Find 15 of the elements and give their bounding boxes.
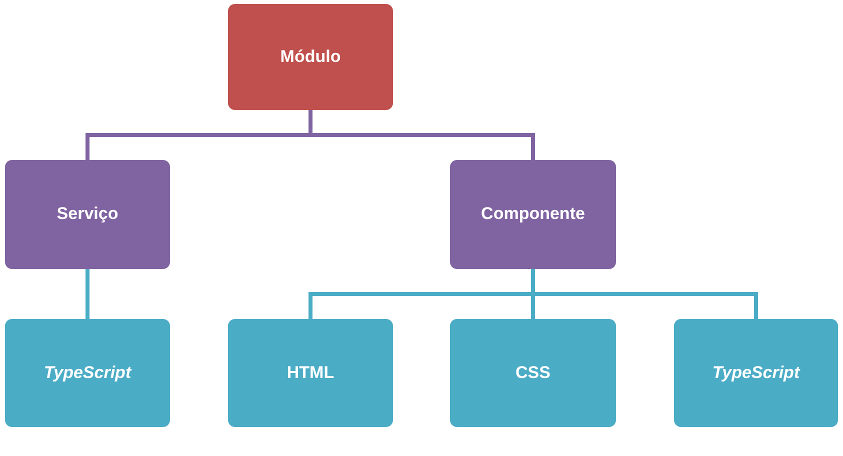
box-label: Módulo (280, 46, 341, 68)
hierarchy-box (228, 4, 393, 110)
box-label: Componente (481, 204, 585, 225)
hierarchy-box (5, 319, 170, 427)
box-label: TypeScript (712, 362, 800, 384)
hierarchy-box (228, 319, 393, 427)
box-label: CSS (516, 362, 550, 384)
hierarchy-box (674, 319, 838, 427)
box-label: TypeScript (44, 362, 132, 384)
connector-line (86, 269, 90, 319)
box-label: Serviço (56, 204, 118, 225)
hierarchy-box (5, 160, 170, 269)
hierarchy-box (450, 160, 616, 269)
box-label: HTML (286, 362, 334, 384)
hierarchy-box (450, 319, 616, 427)
